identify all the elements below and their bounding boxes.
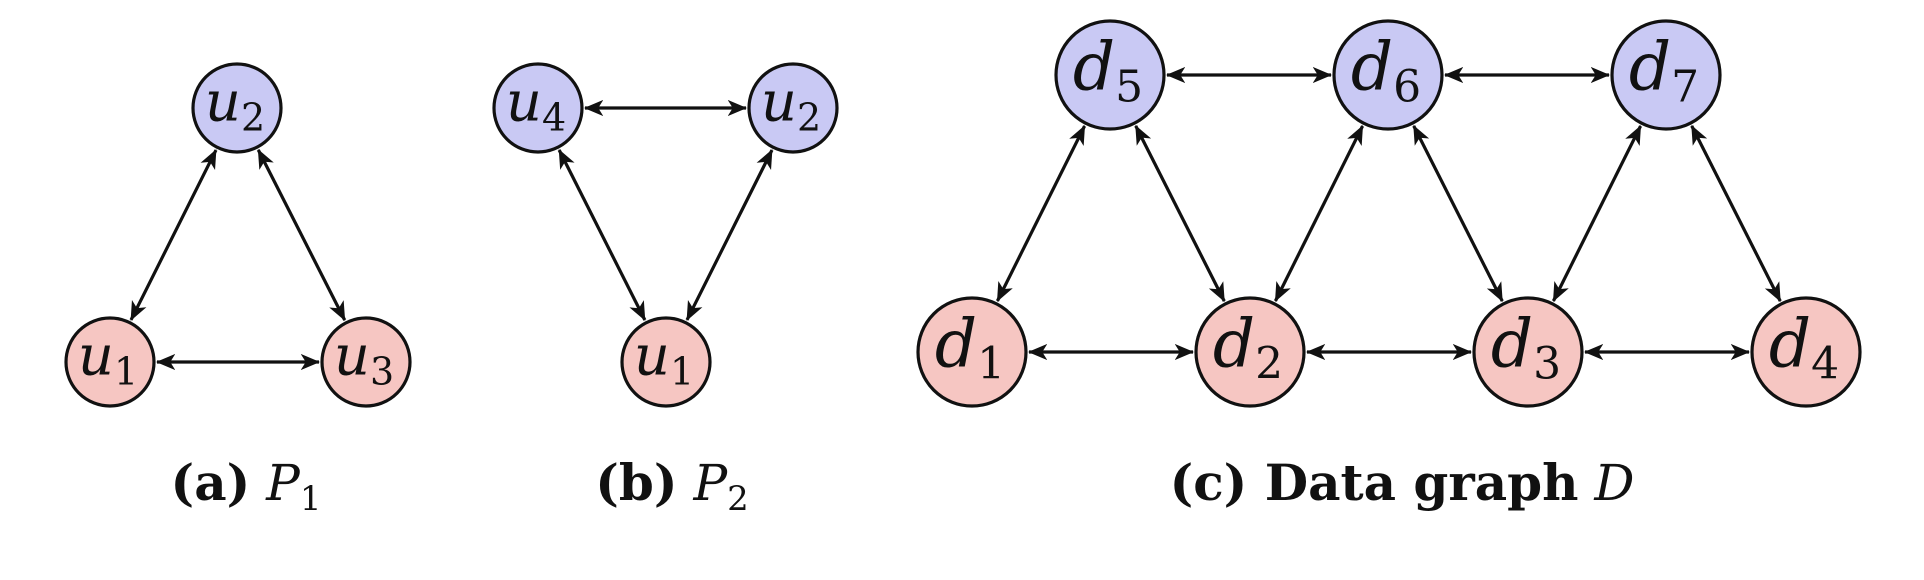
edge-p1-u2-u1 (129, 149, 218, 321)
node-circle (747, 62, 839, 154)
caption-space (250, 454, 266, 512)
node-label: u1 (78, 323, 138, 393)
node-label-base: u (761, 69, 797, 134)
node-label: u3 (334, 323, 394, 393)
caption-p1: (a) P1 (171, 453, 322, 519)
edge-d-d7-d3 (1551, 125, 1643, 302)
node-p1-u2: u2 (191, 62, 283, 154)
caption-space (1578, 454, 1594, 512)
node-label: d7 (1629, 29, 1699, 113)
edge-d-d5-d2 (1134, 125, 1226, 302)
node-circle (191, 62, 283, 154)
node-label: d1 (935, 306, 1005, 390)
node-circle (1054, 19, 1166, 131)
node-label-sub: 5 (1115, 61, 1143, 112)
node-label-base: d (1213, 306, 1255, 383)
node-label-sub: 2 (797, 95, 821, 139)
node-p2-u2: u2 (747, 62, 839, 154)
node-label-base: u (634, 323, 670, 388)
caption-prefix: (b) (595, 453, 677, 512)
edge-p1-u2-u3 (256, 149, 347, 321)
caption-prefix: (c) Data graph (1170, 453, 1579, 512)
node-label-sub: 1 (670, 349, 694, 393)
node-label: u2 (205, 69, 265, 139)
node-label-sub: 3 (370, 349, 394, 393)
node-label: d6 (1351, 29, 1421, 113)
node-label-sub: 1 (977, 338, 1005, 389)
captions-layer: (a) P1(b) P2(c) Data graph D (171, 453, 1635, 519)
node-circle (320, 316, 412, 408)
caption-p2: (b) P2 (595, 453, 748, 519)
caption-d: (c) Data graph D (1170, 453, 1635, 512)
node-label-sub: 6 (1393, 61, 1421, 112)
node-label-base: d (1769, 306, 1811, 383)
caption-prefix: (a) (171, 453, 251, 512)
node-label: u2 (761, 69, 821, 139)
node-circle (492, 62, 584, 154)
node-d-d3: d3 (1472, 296, 1584, 408)
caption-sub: 2 (727, 479, 749, 519)
node-label: d3 (1491, 306, 1561, 390)
node-label-base: d (1073, 29, 1115, 106)
node-circle (1194, 296, 1306, 408)
node-d-d4: d4 (1750, 296, 1862, 408)
node-d-d7: d7 (1610, 19, 1722, 131)
node-label-sub: 4 (1811, 338, 1839, 389)
edge-d-d7-d4 (1690, 125, 1782, 302)
caption-name: P (692, 454, 728, 512)
node-p2-u4: u4 (492, 62, 584, 154)
node-label: d4 (1769, 306, 1839, 390)
node-label-sub: 2 (241, 95, 265, 139)
node-label-base: d (1629, 29, 1671, 106)
node-label-base: d (1351, 29, 1393, 106)
node-label-base: u (78, 323, 114, 388)
node-d-d6: d6 (1332, 19, 1444, 131)
caption-name: D (1593, 454, 1634, 512)
node-circle (620, 316, 712, 408)
node-d-d1: d1 (916, 296, 1028, 408)
node-circle (1750, 296, 1862, 408)
edge-d-d6-d3 (1412, 125, 1504, 302)
caption-name: P (265, 454, 301, 512)
node-label-base: u (205, 69, 241, 134)
node-label-base: u (506, 69, 542, 134)
node-label-base: d (935, 306, 977, 383)
node-label-sub: 3 (1533, 338, 1561, 389)
node-circle (916, 296, 1028, 408)
edges-layer (129, 66, 1782, 371)
node-label: d2 (1213, 306, 1283, 390)
node-p2-u1: u1 (620, 316, 712, 408)
node-d-d2: d2 (1194, 296, 1306, 408)
edge-p2-u4-u1 (557, 149, 647, 321)
node-p1-u1: u1 (64, 316, 156, 408)
node-label: d5 (1073, 29, 1143, 113)
node-d-d5: d5 (1054, 19, 1166, 131)
caption-sub: 1 (300, 479, 322, 519)
node-label-base: u (334, 323, 370, 388)
caption-space (678, 454, 694, 512)
node-circle (1472, 296, 1584, 408)
node-circle (64, 316, 156, 408)
node-label-sub: 4 (542, 95, 566, 139)
node-label-base: d (1491, 306, 1533, 383)
node-circle (1332, 19, 1444, 131)
node-label-sub: 7 (1671, 61, 1699, 112)
node-p1-u3: u3 (320, 316, 412, 408)
node-circle (1610, 19, 1722, 131)
node-label-sub: 1 (114, 349, 138, 393)
node-label: u1 (634, 323, 694, 393)
edge-d-d5-d1 (995, 125, 1087, 302)
node-label: u4 (506, 69, 566, 139)
node-label-sub: 2 (1255, 338, 1283, 389)
edge-p2-u2-u1 (685, 149, 774, 321)
edge-d-d6-d2 (1273, 125, 1365, 302)
